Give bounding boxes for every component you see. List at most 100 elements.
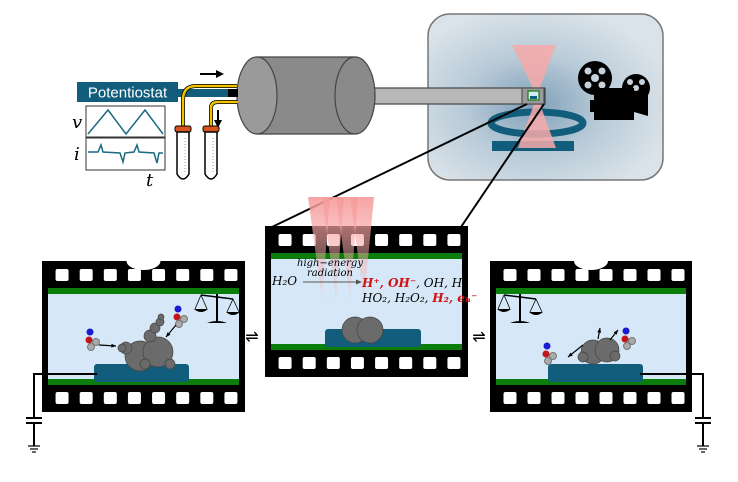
film-hole <box>350 357 364 369</box>
film-hole <box>423 357 437 369</box>
frame-dissolution <box>490 252 692 412</box>
nanoparticle <box>341 316 384 344</box>
nanoparticle-dissolving <box>577 337 621 365</box>
electron-beam-bottom <box>518 96 556 148</box>
outlet-wire-outline <box>209 100 238 126</box>
working-electrode <box>94 364 189 382</box>
film-hole <box>302 357 316 369</box>
chip-electrode <box>530 96 537 99</box>
particle-grain <box>157 313 165 321</box>
film-hole <box>647 392 661 404</box>
ion-red <box>621 335 629 343</box>
ion-blue <box>622 327 630 335</box>
film-hole <box>302 234 316 246</box>
film-hole <box>423 234 437 246</box>
potentiostat-cable <box>178 89 238 97</box>
film-notch <box>574 252 608 270</box>
scale-beam <box>200 294 234 300</box>
products-radicals: , OH, H, <box>416 276 466 290</box>
particle-grain <box>117 343 127 353</box>
ion-blue <box>174 305 182 313</box>
products-h2-electron: H₂, eₕ⁻ <box>431 291 477 305</box>
film-hole <box>575 392 589 404</box>
arrow-icon <box>567 344 584 358</box>
equilibrium-left: ⇌ <box>245 329 258 346</box>
arrow-icon <box>165 324 177 338</box>
scale-strings <box>226 298 240 313</box>
film-hole <box>647 269 661 281</box>
film-hole <box>527 269 541 281</box>
film-hole <box>599 269 613 281</box>
arrow-head <box>111 343 116 348</box>
film-hole <box>278 357 292 369</box>
film-notch <box>126 252 161 270</box>
v-axis-label: v <box>72 112 82 133</box>
working-electrode <box>548 364 643 382</box>
cable-connector <box>228 89 238 97</box>
film-hole <box>551 269 565 281</box>
test-tube-icon <box>174 125 220 180</box>
film-hole <box>551 392 565 404</box>
current-trace <box>88 142 163 165</box>
ion-cluster <box>173 305 188 328</box>
arrow-head <box>166 332 171 337</box>
film-hole <box>176 269 190 281</box>
flow-out-arrow-icon <box>214 110 222 128</box>
film-hole <box>575 269 589 281</box>
products-ions: H⁺, OH⁻ <box>361 276 416 290</box>
film-hole <box>79 269 93 281</box>
ion-cluster <box>542 342 557 365</box>
ion-red <box>542 350 550 358</box>
ion-blue <box>543 342 551 350</box>
arrow-label-bottom: radiation <box>307 268 353 279</box>
scale-strings <box>497 294 511 310</box>
membrane-top <box>496 288 686 294</box>
particle-grain <box>143 329 157 343</box>
i-axis-label: i <box>74 144 80 165</box>
ion-gray <box>623 342 631 350</box>
film-hole <box>375 357 389 369</box>
nanoparticle-growing <box>117 313 176 372</box>
ion-cluster <box>85 328 100 351</box>
particle-grain <box>356 316 384 344</box>
scale-pan <box>497 309 511 312</box>
arrow-head <box>597 328 602 333</box>
ion-blue <box>86 328 94 336</box>
film-hole <box>375 234 389 246</box>
reaction-arrowhead <box>356 279 362 285</box>
svg-text:HO₂, H₂O₂, H₂, eₕ⁻: HO₂, H₂O₂, H₂, eₕ⁻ <box>361 291 477 305</box>
arrow-icon <box>597 327 602 340</box>
film-hole <box>527 392 541 404</box>
film-hole <box>200 392 214 404</box>
ground-icon <box>640 373 711 453</box>
beam <box>336 197 358 300</box>
ground-icon <box>26 373 97 453</box>
inlet-tube <box>181 84 237 126</box>
film-hole <box>503 392 517 404</box>
frame-growth <box>42 252 245 412</box>
potentiostat-label: Potentiostat <box>88 85 168 102</box>
film-hole <box>326 357 340 369</box>
membrane-top <box>48 288 239 294</box>
scale-pan <box>226 312 240 315</box>
electron-beam-top <box>512 45 556 96</box>
scale-strings <box>194 294 208 310</box>
zoom-line-right <box>460 103 545 228</box>
film-hole <box>599 392 613 404</box>
scale-strings <box>529 298 543 313</box>
film-hole <box>127 269 141 281</box>
film-hole <box>55 269 69 281</box>
film-hole <box>152 392 166 404</box>
ion-gray <box>92 338 100 346</box>
film-hole <box>79 392 93 404</box>
ground-wire <box>640 373 704 418</box>
arrow-head <box>568 352 573 357</box>
ground-wire <box>33 373 97 418</box>
film-hole <box>200 269 214 281</box>
film-hole <box>623 392 637 404</box>
scale-pan <box>194 309 208 312</box>
equilibrium-right: ⇌ <box>472 329 485 346</box>
film-hole <box>503 269 517 281</box>
film-hole <box>447 234 461 246</box>
svg-text:H⁺, OH⁻, OH, H,: H⁺, OH⁻, OH, H, <box>361 276 466 290</box>
